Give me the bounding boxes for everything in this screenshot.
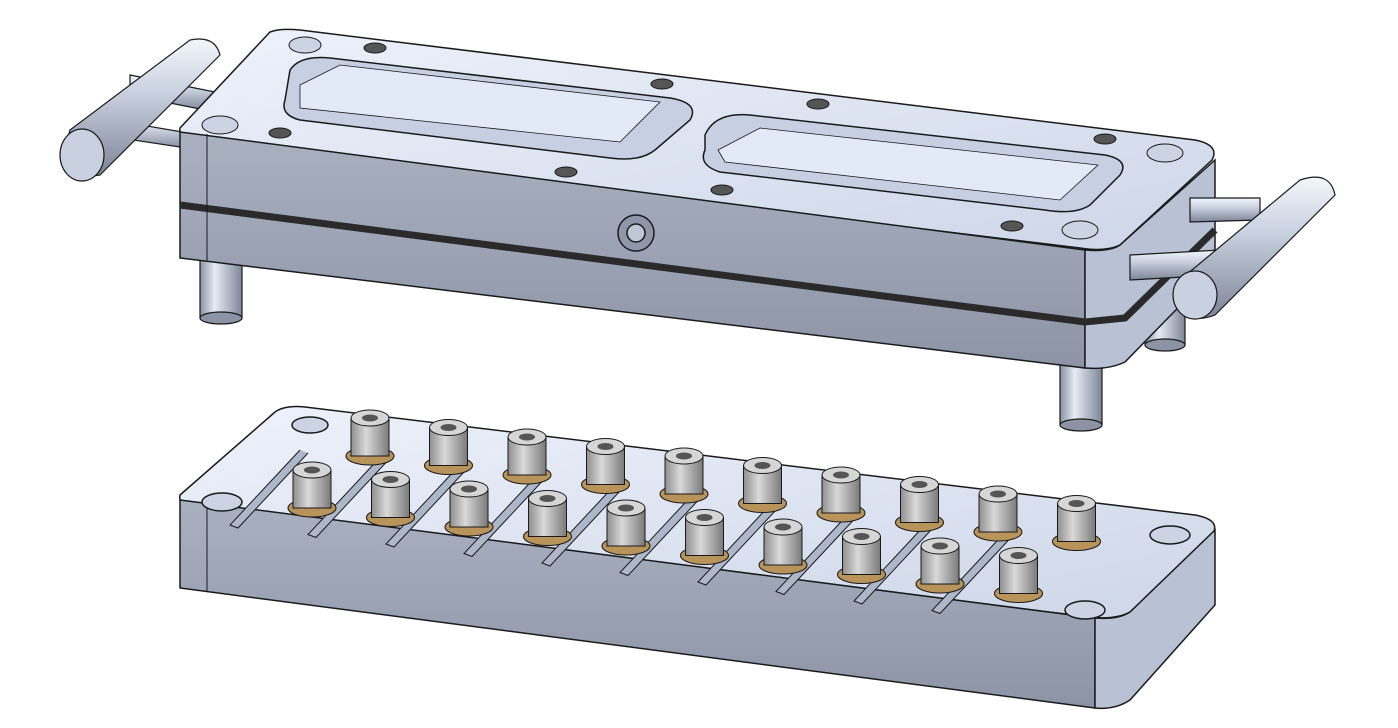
ejector-pin — [287, 461, 337, 518]
ejector-pin — [816, 466, 866, 523]
groove — [463, 478, 543, 558]
right-handle — [1129, 176, 1336, 320]
groove — [541, 487, 621, 567]
ejector-pin — [502, 428, 552, 485]
ejector-pin — [444, 480, 494, 537]
ejector-pin — [837, 528, 886, 584]
ejector-pin — [1052, 495, 1101, 551]
ejector-pin — [659, 447, 709, 504]
ejector-pins — [287, 409, 1101, 603]
ejector-pin — [758, 518, 808, 575]
groove — [931, 535, 1011, 615]
groove — [619, 497, 699, 577]
left-handle — [59, 38, 221, 182]
ejector-pin — [424, 419, 473, 475]
groove — [697, 506, 777, 586]
groove — [229, 449, 309, 529]
ejector-pin — [345, 409, 395, 466]
upper-frame — [178, 28, 1218, 370]
ejector-pin — [680, 509, 729, 565]
ejector-pin — [523, 490, 572, 546]
ejector-pin — [738, 457, 787, 513]
groove — [853, 525, 933, 605]
groove — [385, 468, 465, 548]
groove — [307, 459, 387, 539]
groove — [775, 516, 855, 596]
ejector-pin — [973, 485, 1023, 542]
ejector-pin — [366, 471, 415, 527]
ejector-pin — [895, 476, 944, 532]
ejector-pin — [994, 547, 1043, 603]
base-grooves — [229, 449, 1011, 615]
ejector-pin — [601, 499, 651, 556]
ejector-pin — [915, 537, 965, 594]
ejector-pin — [581, 438, 630, 494]
